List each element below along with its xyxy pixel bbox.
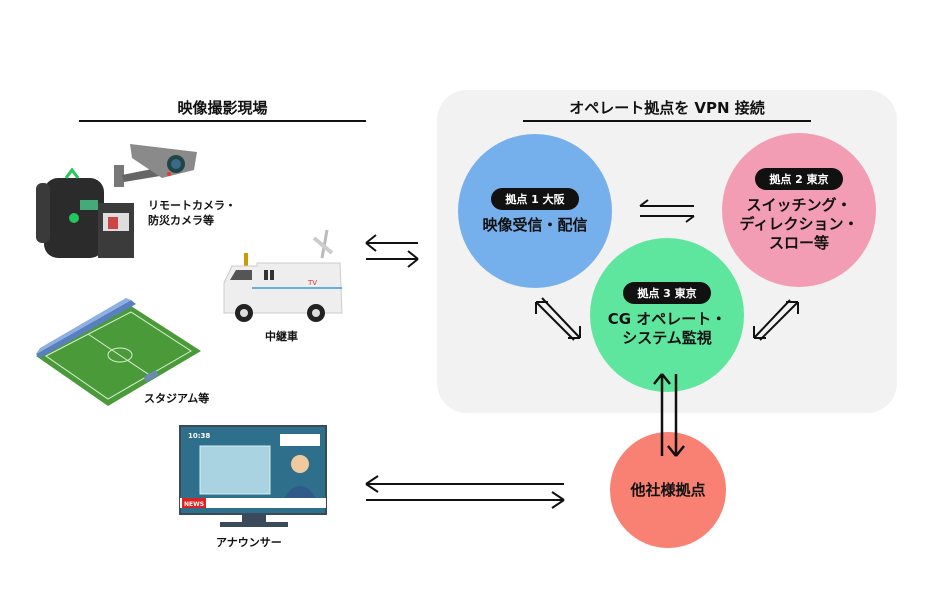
site-2-line1: スイッチング・ [746,195,852,214]
site-1-osaka: 拠点 1 大阪 映像受信・配信 [458,134,612,288]
truck-logo: TV [307,279,317,287]
remote-camera-label-line2: 防災カメラ等 [148,214,214,227]
truck-label: 中継車 [265,330,298,343]
partner-site-label: 他社様拠点 [630,480,706,499]
broadcast-truck-image: TV [223,229,343,322]
announcer-label: アナウンサー [216,536,282,549]
monitor-clock: 10:38 [188,432,210,440]
left-section-title: 映像撮影現場 [177,99,268,117]
monitor-news-ticker: NEWS [184,501,204,508]
remote-camera-label: リモートカメラ・ 防災カメラ等 [148,198,236,228]
site-3-tokyo: 拠点 3 東京 CG オペレート・ システム監視 [590,238,744,392]
site-3-line1: CG オペレート・ [607,310,727,328]
diagonal-arrow-icon [535,297,581,341]
bidirectional-arrow-icon [639,199,695,223]
site-2-badge: 拠点 2 東京 [755,167,843,190]
stadium-image [36,298,201,406]
site-1-description: 映像受信・配信 [482,215,588,234]
backpack-camera-image [36,167,134,258]
vertical-arrow-icon [653,373,685,457]
site-3-line2: システム監視 [622,329,712,347]
site-1-badge: 拠点 1 大阪 [491,187,579,210]
bidirectional-arrow-icon [365,234,419,268]
site-2-tokyo: 拠点 2 東京 スイッチング・ ディレクション・ スロー等 [722,133,876,287]
security-camera-image [114,144,197,187]
diagonal-arrow-icon [753,299,799,341]
left-title-underline [79,120,366,122]
partner-site: 他社様拠点 [610,432,726,548]
site-2-line3: スロー等 [768,233,829,252]
right-title-underline [523,120,811,122]
bidirectional-arrow-icon [365,475,565,509]
remote-camera-label-line1: リモートカメラ・ [148,199,236,212]
stadium-label: スタジアム等 [144,392,210,405]
site-2-line2: ディレクション・ [739,214,859,233]
right-section-title: オペレート拠点を VPN 接続 [569,99,765,117]
site-3-badge: 拠点 3 東京 [623,282,711,304]
news-monitor-image: 10:38 NEWS [179,425,327,527]
